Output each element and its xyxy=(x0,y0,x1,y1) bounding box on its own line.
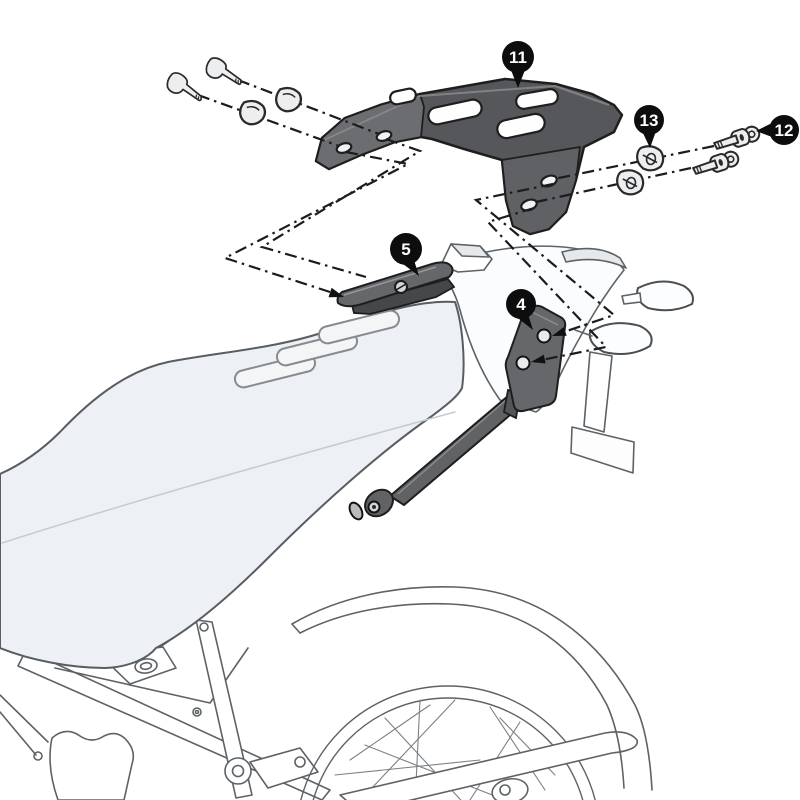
arrow-to-bracket-4-upper xyxy=(552,327,567,336)
seat-vents xyxy=(233,309,401,389)
swingarm xyxy=(339,731,639,800)
bolt-with-washer-2 xyxy=(692,150,740,175)
callout-11: 11 xyxy=(502,41,534,88)
callout-4-number: 4 xyxy=(516,295,526,314)
callout-5: 5 xyxy=(390,233,422,276)
arrow-to-bracket-4-lower xyxy=(531,354,546,364)
seat-screw-2 xyxy=(205,57,242,86)
side-strut xyxy=(348,394,525,521)
callout-13-number: 13 xyxy=(640,111,659,130)
bracket-4-hole-upper xyxy=(536,328,552,344)
callouts: 11 13 12 5 4 xyxy=(390,41,799,330)
panel-emblem xyxy=(134,658,158,674)
heel-guard xyxy=(49,730,135,800)
license-plate-holder xyxy=(570,351,635,474)
callout-5-number: 5 xyxy=(401,240,410,259)
seat xyxy=(0,300,465,669)
cone-washer-2 xyxy=(274,86,303,113)
turn-signal-upper xyxy=(636,280,694,312)
grommet-1 xyxy=(636,145,665,172)
seat-seam xyxy=(1,411,456,544)
bolt-line-2 xyxy=(535,166,692,204)
seat-screw-1 xyxy=(166,72,203,102)
strut-washer xyxy=(348,501,364,521)
hardware xyxy=(166,57,761,196)
zigzag-right-lower xyxy=(485,206,609,363)
suspension-linkage xyxy=(224,747,319,789)
bracket-4 xyxy=(502,304,567,420)
screw-line-1 xyxy=(197,93,340,148)
zigzag-left-outer xyxy=(222,150,412,294)
callout-4: 4 xyxy=(506,289,536,330)
assembly-lines xyxy=(197,78,715,363)
arrow-to-bracket-5 xyxy=(328,287,344,298)
bolt-line-1 xyxy=(553,144,715,181)
cone-washer-1 xyxy=(238,99,267,126)
rear-fender xyxy=(291,585,653,791)
grommet-2 xyxy=(616,169,645,196)
rack-rear-tab xyxy=(501,146,581,235)
callout-12: 12 xyxy=(756,115,799,145)
callout-11-number: 11 xyxy=(509,48,527,67)
grab-rail-right xyxy=(561,247,627,269)
bolt-with-washer-1 xyxy=(713,125,761,150)
callout-13: 13 xyxy=(634,105,664,148)
bracket-5 xyxy=(336,261,456,315)
zigzag-left-inner xyxy=(259,137,423,279)
screw-line-2 xyxy=(237,78,380,136)
assembly-arrows xyxy=(328,287,567,364)
rack-slots xyxy=(389,87,559,140)
bracket-4-hole-lower xyxy=(515,355,531,371)
callout-12-number: 12 xyxy=(775,121,794,140)
